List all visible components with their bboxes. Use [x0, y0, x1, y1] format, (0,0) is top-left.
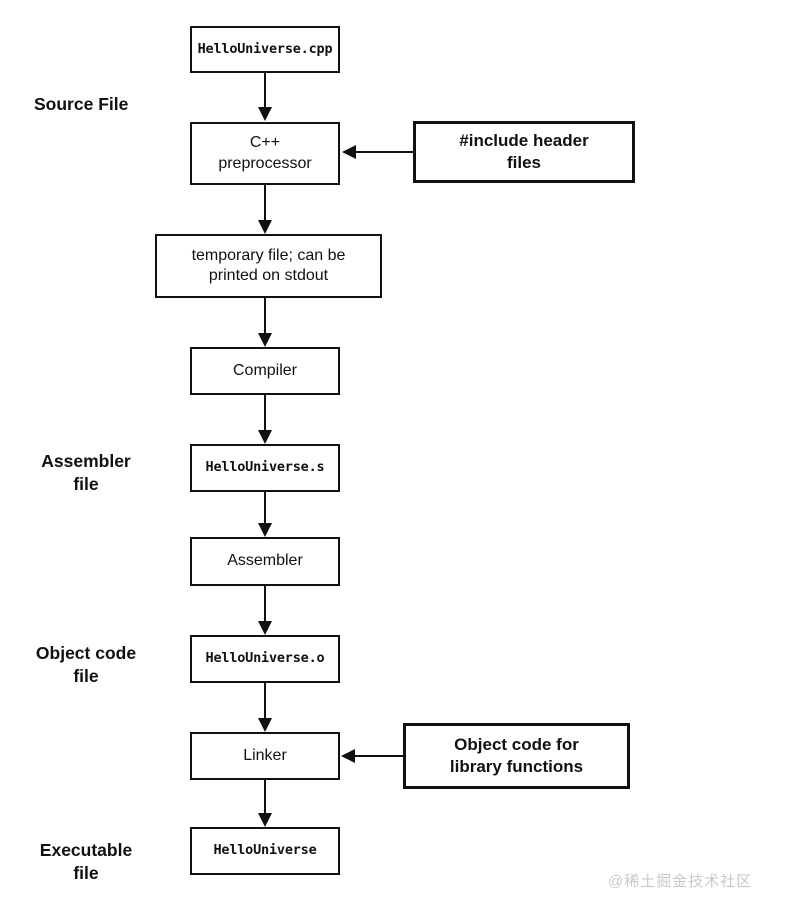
node-hellouniverse-o-label: HelloUniverse.o	[205, 650, 325, 667]
arrow-cpp-to-preprocessor	[258, 73, 272, 121]
node-hellouniverse-exe-label: HelloUniverse	[213, 842, 317, 859]
node-compiler: Compiler	[190, 347, 340, 395]
node-hellouniverse-s: HelloUniverse.s	[190, 444, 340, 492]
node-hellouniverse-cpp: HelloUniverse.cpp	[190, 26, 340, 73]
node-linker: Linker	[190, 732, 340, 780]
node-cpp-preprocessor-label: C++ preprocessor	[218, 134, 312, 172]
node-linker-label: Linker	[243, 746, 287, 764]
callout-include-headers-label: #include header files	[459, 131, 589, 172]
node-temporary-file: temporary file; can be printed on stdout	[155, 234, 382, 298]
arrow-tempfile-to-compiler	[258, 298, 272, 347]
label-assembler-file: Assembler file	[41, 451, 131, 495]
node-hellouniverse-cpp-label: HelloUniverse.cpp	[197, 40, 333, 57]
arrow-headers-to-preprocessor	[342, 145, 413, 159]
label-source-file: Source File	[34, 94, 129, 114]
arrow-libobjects-to-linker	[341, 749, 403, 763]
label-object-code-file: Object code file	[35, 643, 137, 687]
node-hellouniverse-s-label: HelloUniverse.s	[205, 459, 325, 476]
callout-library-objects-label: Object code for library functions	[449, 735, 584, 776]
arrow-assembler-to-objfile	[258, 586, 272, 635]
label-executable-file: Executable file	[39, 840, 133, 884]
arrow-linker-to-executable	[258, 780, 272, 827]
callout-library-objects: Object code for library functions	[403, 723, 630, 789]
callout-include-headers: #include header files	[413, 121, 635, 183]
node-hellouniverse-o: HelloUniverse.o	[190, 635, 340, 683]
arrow-asmfile-to-assembler	[258, 492, 272, 537]
node-hellouniverse-exe: HelloUniverse	[190, 827, 340, 875]
arrow-compiler-to-asmfile	[258, 395, 272, 444]
node-cpp-preprocessor: C++ preprocessor	[190, 122, 340, 185]
node-assembler: Assembler	[190, 537, 340, 586]
arrow-objfile-to-linker	[258, 683, 272, 732]
node-temporary-file-label: temporary file; can be printed on stdout	[191, 246, 346, 284]
arrow-preprocessor-to-tempfile	[258, 185, 272, 234]
node-assembler-label: Assembler	[227, 552, 303, 570]
node-compiler-label: Compiler	[232, 361, 297, 379]
watermark: @稀土掘金技术社区	[608, 873, 753, 890]
